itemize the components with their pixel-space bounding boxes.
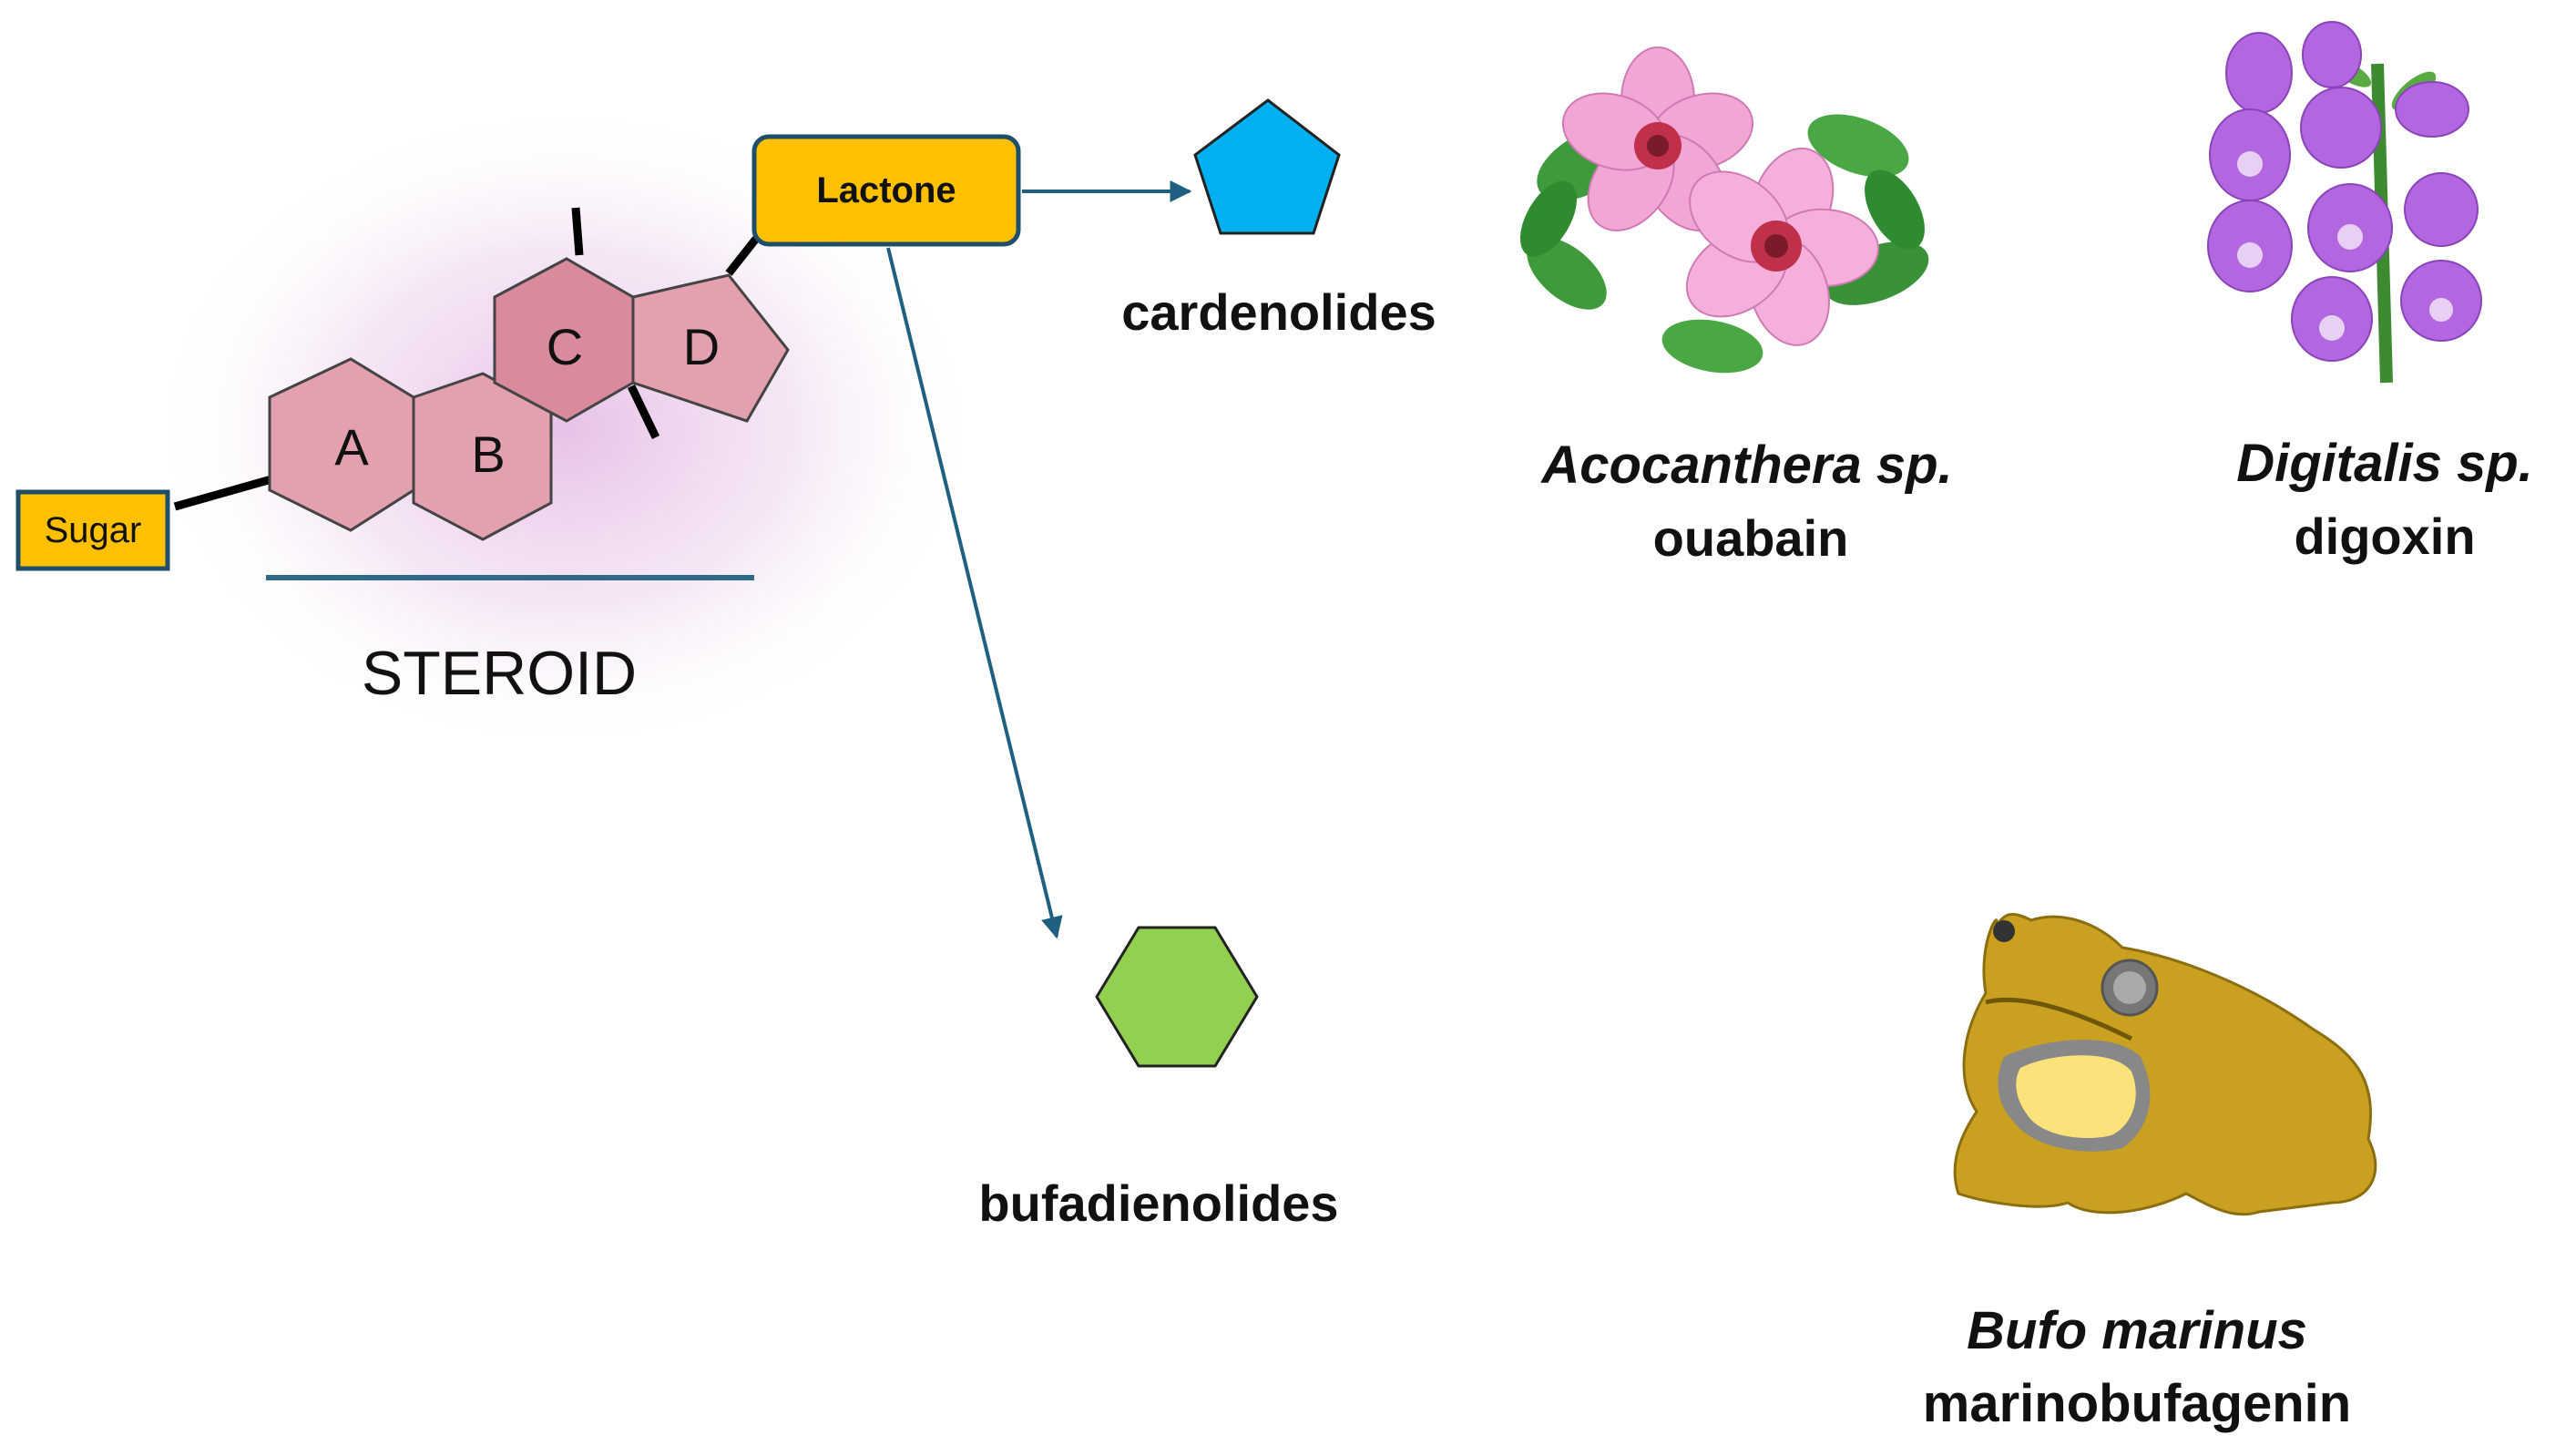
acocanthera-genus: Acocanthera sp. [1539,436,1952,495]
digitalis-genus: Digitalis sp. [2236,434,2533,493]
bufadienolides-label: bufadienolides [978,1174,1338,1232]
bufo-genus: Bufo marinus [1967,1301,2307,1360]
bufo-compound: marinobufagenin [1923,1374,2351,1433]
cardenolides-label: cardenolides [1121,283,1436,341]
bufadienolide-hexagon [1095,926,1259,1068]
sugar-label: Sugar [45,510,142,550]
steroid-glow [146,100,984,756]
ring-a-label: A [334,418,369,476]
pink-flower-cluster-icon [1520,46,1929,374]
ring-d [631,273,790,423]
steroid-rings [268,257,790,541]
cane-toad-icon [1953,912,2377,1216]
sugar-box [15,489,170,571]
ring-b [412,372,553,541]
digitalis-compound: digoxin [2294,508,2475,565]
arrow-to-bufadienolides [886,247,1063,939]
ring-c-label: C [547,318,583,375]
ring-b-label: B [471,426,505,483]
steroid-bonds [173,207,760,511]
ring-d-label: D [683,318,720,375]
foxglove-flower-icon [2207,21,2482,384]
acocanthera-compound: ouabain [1653,509,1849,567]
lactone-box [751,134,1021,247]
lactone-label: Lactone [816,170,956,210]
cardenolide-pentagon [1193,98,1341,235]
steroid-label: STEROID [362,639,637,708]
